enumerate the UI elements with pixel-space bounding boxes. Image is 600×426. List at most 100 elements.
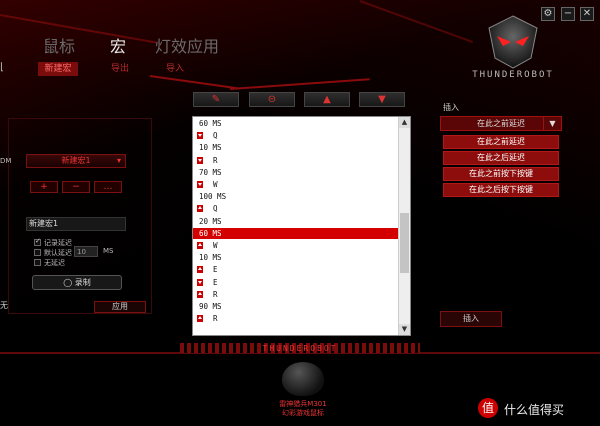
side-label-dm: DM — [0, 157, 12, 165]
delete-button[interactable]: ⊝ — [249, 92, 295, 107]
list-item-label: Q — [213, 131, 218, 141]
thunderobot-logo-icon — [488, 15, 538, 69]
default-delay-label: 默认延迟 — [44, 249, 72, 257]
list-item-label: 20 MS — [199, 216, 222, 226]
product-desc: 幻彩游戏鼠标 — [282, 409, 324, 417]
list-item[interactable]: E — [193, 264, 398, 275]
macro-select[interactable]: 新建宏1 ▾ — [26, 154, 126, 168]
key-down-icon — [197, 156, 203, 164]
product-name: 雷神猎兵M301 — [279, 400, 327, 408]
macro-select-value: 新建宏1 — [61, 156, 91, 165]
nav-tab-mouse[interactable]: 鼠标 — [43, 37, 76, 56]
list-item-label: R — [213, 289, 218, 299]
record-button[interactable]: ◯ 录制 — [32, 275, 122, 290]
dropdown-value: 在此之前延迟 — [477, 119, 525, 128]
list-item[interactable]: 20 MS — [193, 216, 398, 227]
list-item[interactable]: W — [193, 179, 398, 190]
mouse-product-image — [282, 362, 324, 396]
list-item-label: Q — [213, 204, 218, 214]
list-item[interactable]: 90 MS — [193, 301, 398, 312]
nav-tab-macro[interactable]: 宏 — [110, 37, 127, 56]
list-item-label: E — [213, 277, 218, 287]
add-macro-button[interactable]: + — [30, 181, 58, 193]
list-item-label: 100 MS — [199, 192, 227, 202]
record-delay-checkbox[interactable] — [34, 237, 41, 246]
insert-button[interactable]: 插入 — [440, 311, 502, 327]
product-caption: 雷神猎兵M301 幻彩游戏鼠标 — [262, 400, 344, 418]
list-item-label: 70 MS — [199, 167, 222, 177]
list-item[interactable]: R — [193, 313, 398, 324]
list-item[interactable]: 100 MS — [193, 191, 398, 202]
chevron-down-icon: ▾ — [116, 156, 121, 165]
settings-button[interactable]: ⚙ — [541, 7, 555, 21]
key-up-icon — [197, 290, 203, 298]
list-item[interactable]: E — [193, 277, 398, 288]
list-item[interactable]: 60 MS — [193, 118, 398, 129]
list-item[interactable]: 70 MS — [193, 167, 398, 178]
default-delay-checkbox[interactable] — [34, 249, 41, 256]
delay-unit-label: MS — [103, 247, 114, 255]
list-item[interactable]: Q — [193, 130, 398, 141]
dropdown-option[interactable]: 在此之后按下按键 — [443, 183, 559, 197]
list-item-label: 10 MS — [199, 143, 222, 153]
subtab-import[interactable]: 导入 — [165, 64, 184, 74]
list-item[interactable]: 60 MS — [193, 227, 398, 239]
list-item[interactable]: 10 MS — [193, 252, 398, 263]
dropdown-option[interactable]: 在此之前延迟 — [443, 135, 559, 149]
record-label: 录制 — [74, 278, 91, 287]
list-item-label: 60 MS — [199, 119, 222, 128]
key-up-icon — [197, 315, 203, 323]
scroll-down-icon[interactable]: ▼ — [399, 324, 410, 335]
chevron-down-icon[interactable]: ▼ — [543, 117, 561, 130]
scroll-up-icon[interactable]: ▲ — [399, 117, 410, 128]
macro-event-list[interactable]: 60 MS Q 10 MS R 70 MS W 100 MS Q 20 MS 60 MS W 10 M… — [192, 116, 411, 336]
key-up-icon — [197, 242, 203, 249]
list-item[interactable]: Q — [193, 203, 398, 214]
dropdown-option[interactable]: 在此之前按下按键 — [443, 167, 559, 181]
key-down-icon — [197, 181, 203, 188]
watermark-icon: 值 — [478, 398, 498, 418]
record-delay-label: 记录延迟 — [44, 239, 72, 247]
more-button[interactable]: … — [94, 181, 122, 193]
list-item-label: 60 MS — [199, 228, 222, 238]
list-item-label: W — [213, 180, 218, 189]
subtab-export[interactable]: 导出 — [110, 64, 129, 74]
list-item-label: 90 MS — [199, 302, 222, 311]
move-down-button[interactable]: ▼ — [359, 92, 405, 107]
insert-label: 插入 — [443, 103, 459, 112]
subtab-new-macro[interactable]: 新建宏 — [38, 62, 78, 76]
watermark-text: 什么值得买 — [504, 403, 565, 417]
list-item[interactable]: W — [193, 240, 398, 251]
default-delay-input[interactable]: 10 — [74, 246, 98, 257]
list-item[interactable]: R — [193, 289, 398, 300]
list-item-label: R — [213, 314, 218, 324]
minimize-button[interactable]: − — [561, 7, 575, 21]
remove-macro-button[interactable]: − — [62, 181, 90, 193]
close-button[interactable]: ✕ — [580, 7, 594, 21]
list-item[interactable]: 10 MS — [193, 142, 398, 153]
list-scrollbar[interactable]: ▲ ▼ — [398, 117, 410, 335]
scroll-thumb[interactable] — [400, 213, 409, 273]
nav-tab-lighting[interactable]: 灯效应用 — [155, 37, 220, 56]
macro-name-field[interactable]: 新建宏1 — [26, 217, 126, 231]
dropdown-option[interactable]: 在此之后延迟 — [443, 151, 559, 165]
side-label-none: 无 — [0, 301, 8, 310]
no-delay-label: 无延迟 — [44, 259, 65, 267]
key-down-icon — [197, 132, 203, 140]
key-down-icon — [197, 278, 203, 286]
list-item-label: W — [213, 241, 218, 250]
move-up-button[interactable]: ▲ — [304, 92, 350, 107]
footer-logo-text: THUNDEROBOT — [262, 344, 338, 353]
apply-button[interactable]: 应用 — [94, 301, 146, 313]
footer-decor — [180, 343, 420, 353]
list-item-label: R — [213, 155, 218, 165]
macro-settings-panel — [8, 118, 152, 314]
list-item-label: E — [213, 265, 218, 275]
insert-type-dropdown[interactable]: 在此之前延迟 ▼ — [440, 116, 562, 131]
list-item[interactable]: R — [193, 155, 398, 166]
record-icon: ◯ — [63, 278, 73, 287]
no-delay-checkbox[interactable] — [34, 259, 41, 266]
edit-button[interactable]: ✎ — [193, 92, 239, 107]
list-item-label: 10 MS — [199, 253, 222, 263]
side-label: ⌊ — [0, 62, 4, 73]
